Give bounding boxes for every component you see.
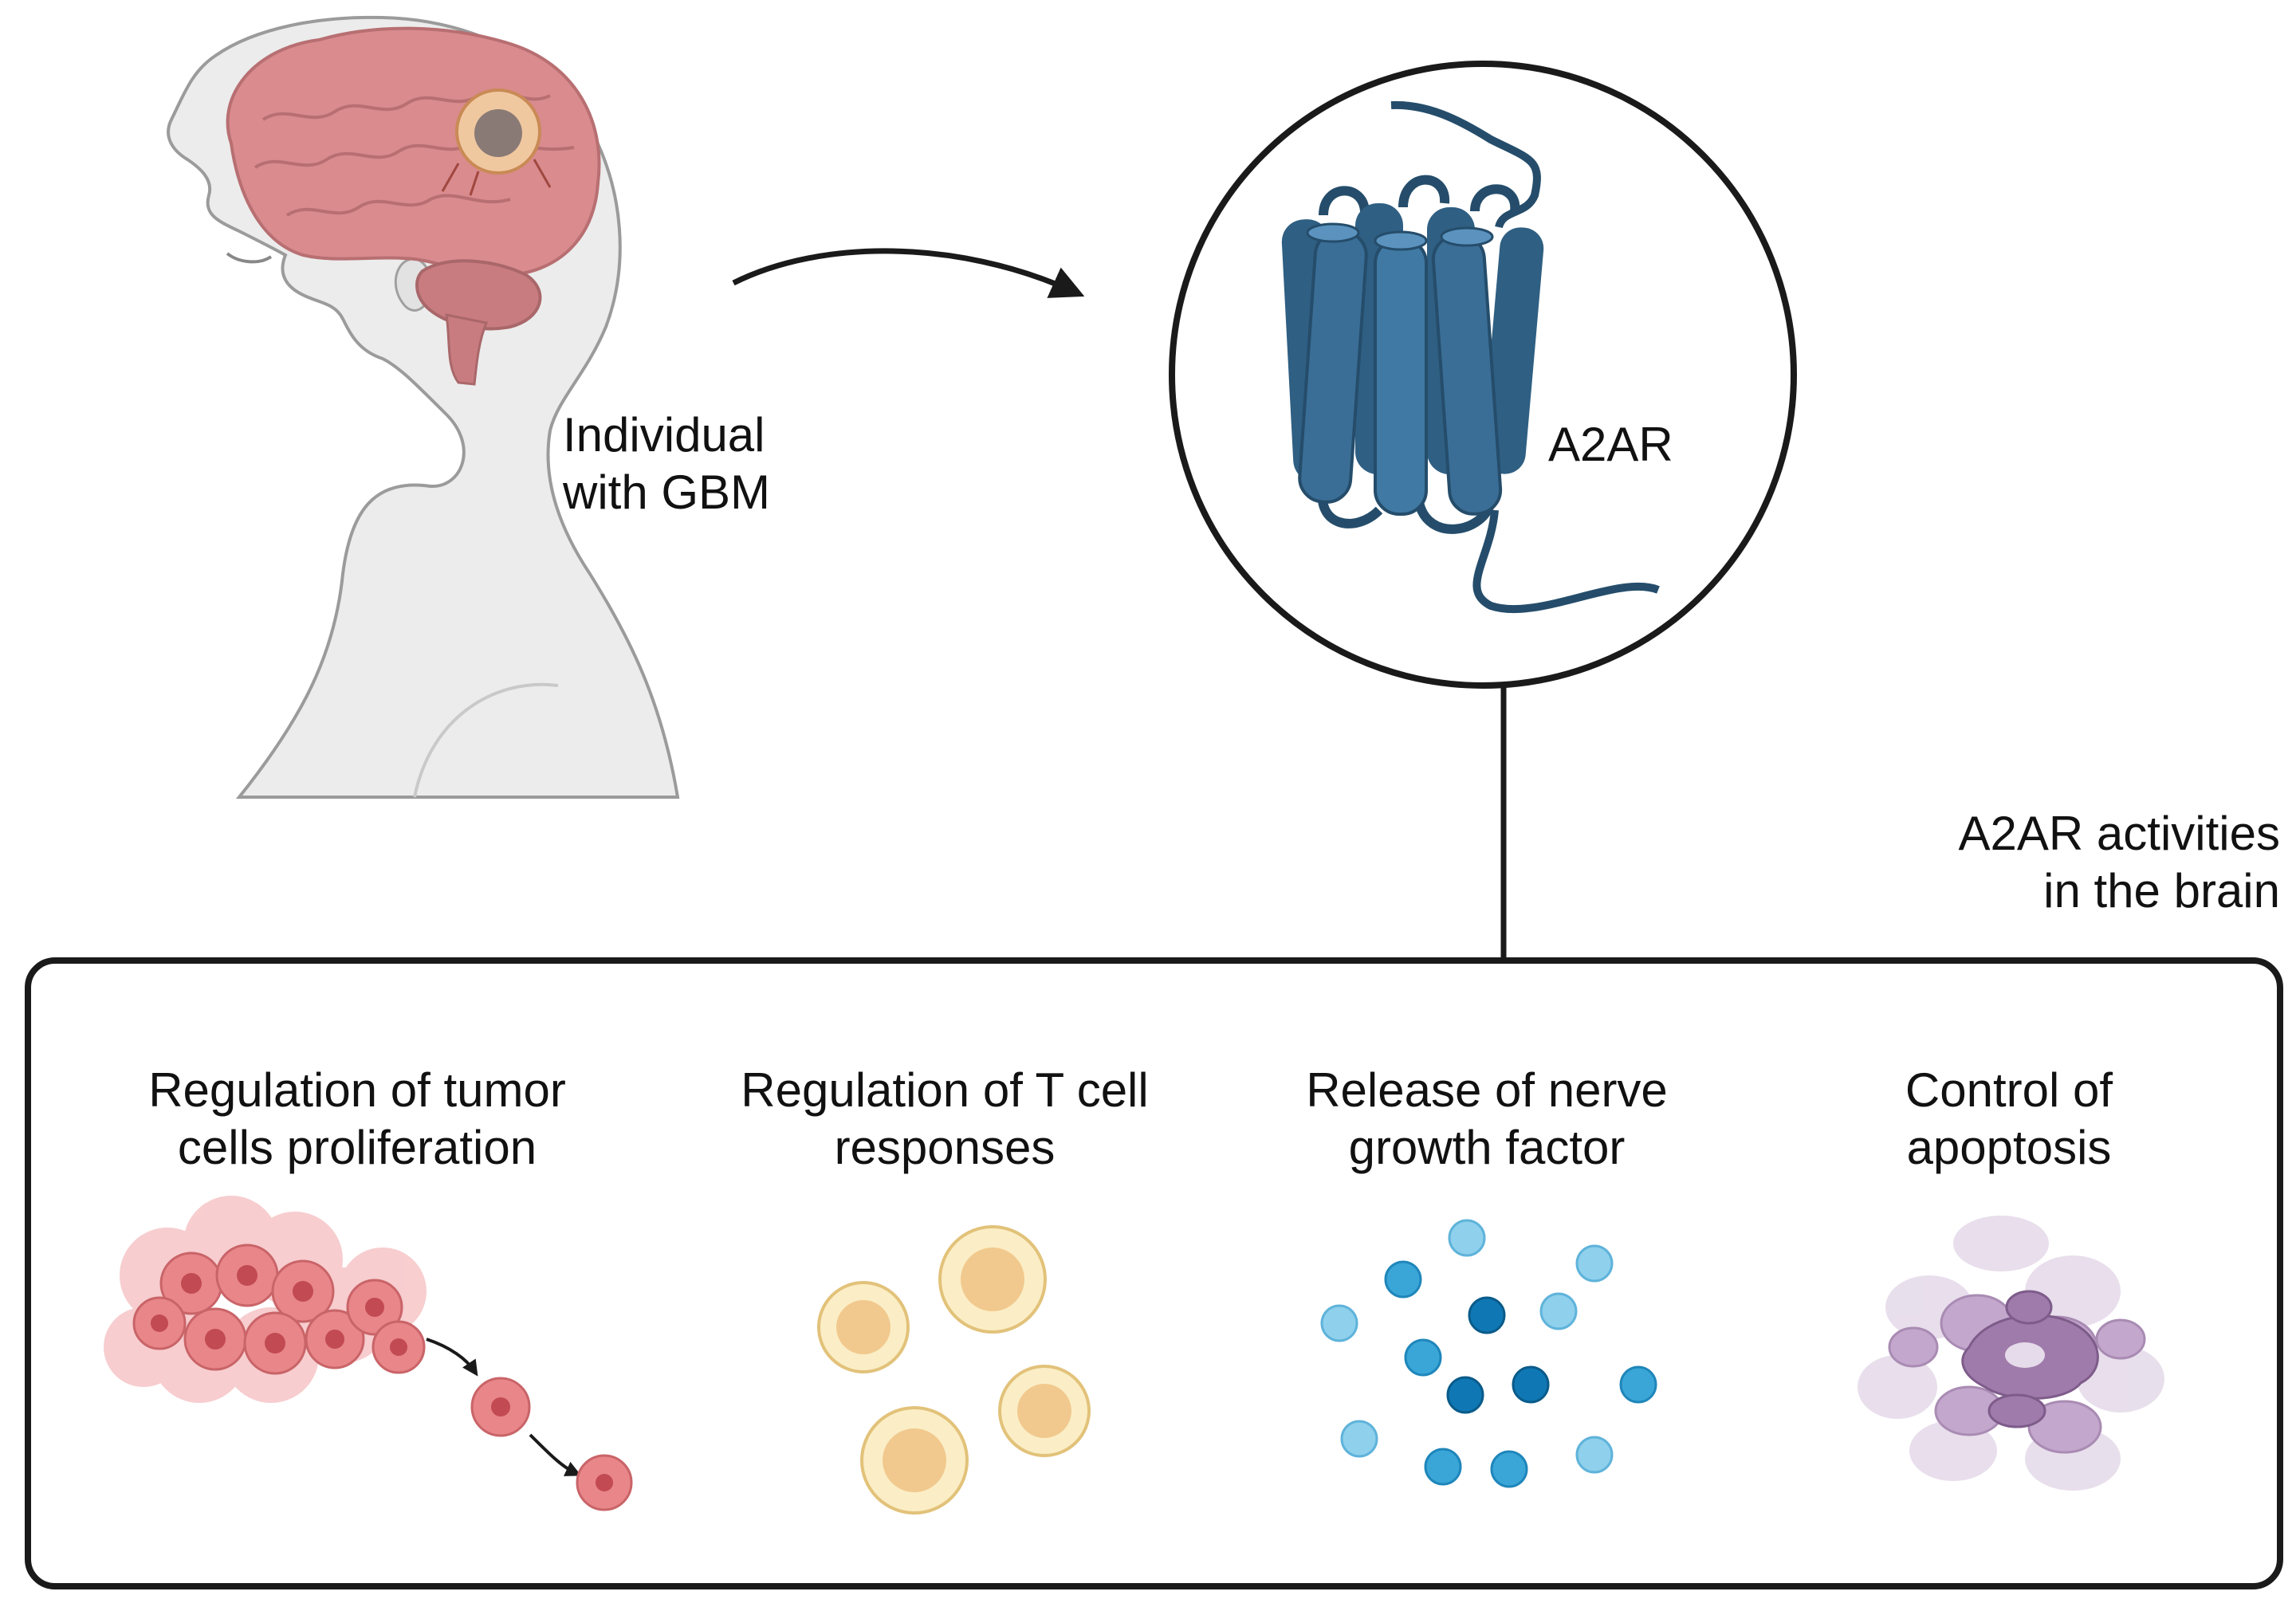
panel-title-line-1: Release of nerve [1306,1063,1668,1117]
panel-title-line-1: Regulation of T cell [741,1063,1149,1117]
activities-header: A2AR activities in the brain [1959,805,2280,920]
panel-title-line-1: Control of [1905,1063,2113,1117]
receptor-label: A2AR [1548,418,1673,471]
panel-title-line-2: apoptosis [1906,1121,2112,1174]
panel-title-line-2: responses [834,1121,1056,1174]
activities-header-line-1: A2AR activities [1958,807,2280,860]
panel-title-line-2: cells proliferation [177,1121,537,1174]
apoptotic-cells-icon [1858,1216,2164,1491]
brain-cerebrum [226,26,601,277]
panel-title-nerve-growth-factor: Release of nerve growth factor [1244,1062,1730,1177]
panel-title-apoptosis: Control of apoptosis [1810,1062,2208,1177]
closed-eye [226,252,273,264]
gbm-caption-line-1: Individual [563,408,765,462]
brain-illustration [226,26,601,386]
gbm-caption: Individual with GBM [563,407,770,521]
tumor-mass [441,88,552,196]
tumor-cell-cluster-icon [104,1196,633,1511]
activities-box [25,957,2283,1589]
curved-arrow [732,248,1085,298]
panel-title-t-cell-responses: Regulation of T cell responses [698,1062,1192,1177]
panel-title-line-1: Regulation of tumor [148,1063,566,1117]
cerebellum [415,259,542,331]
gbm-caption-line-2: with GBM [563,466,771,519]
shoulder-line [413,682,559,798]
t-cells-icon [817,1225,1091,1515]
panel-title-tumor-proliferation: Regulation of tumor cells proliferation [110,1062,604,1177]
panel-title-line-2: growth factor [1348,1121,1626,1174]
nerve-growth-factor-icon [1320,1219,1657,1488]
activities-header-line-2: in the brain [2043,864,2280,917]
brainstem [445,313,489,386]
helix-front [1298,222,1503,516]
a2ar-receptor-icon [1281,100,1660,614]
